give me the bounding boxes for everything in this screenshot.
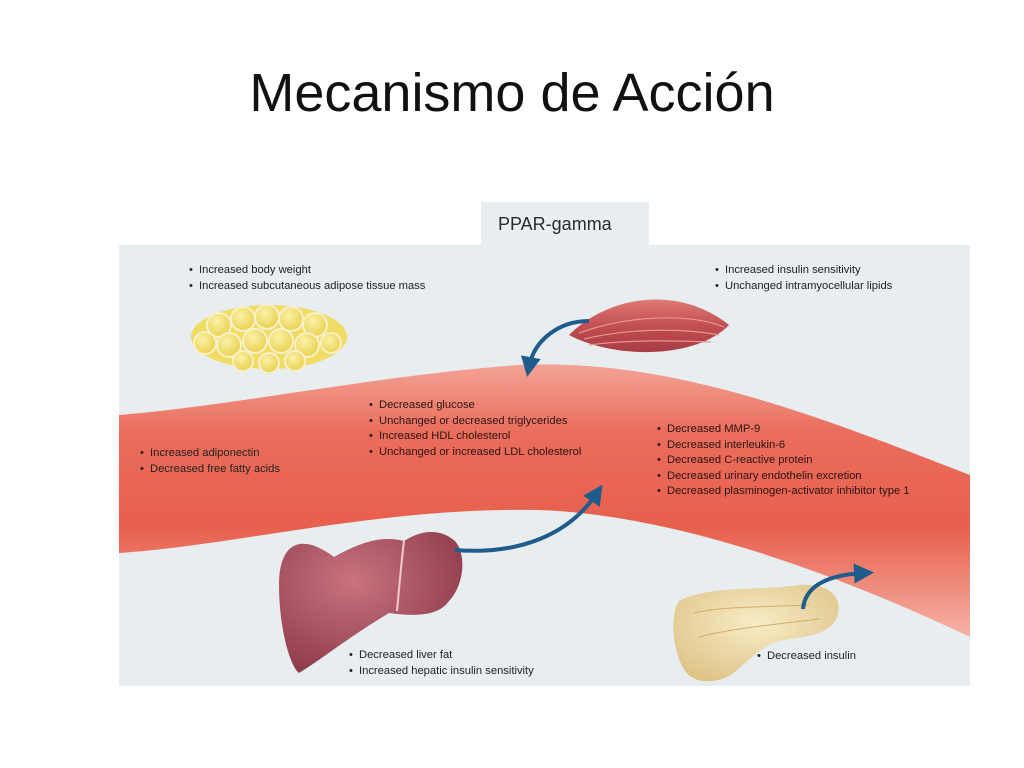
pancreas-to-vessel-arrow xyxy=(801,563,874,610)
slide-title: Mecanismo de Acción xyxy=(249,63,775,123)
list-item: Decreased plasminogen-activator inhibito… xyxy=(657,484,910,500)
list-item: Unchanged intramyocellular lipids xyxy=(715,279,892,295)
list-item: Decreased glucose xyxy=(369,398,581,414)
list-item: Unchanged or increased LDL cholesterol xyxy=(369,445,581,461)
list-item: Decreased MMP-9 xyxy=(657,422,910,438)
list-item: Decreased liver fat xyxy=(349,648,534,664)
ppar-gamma-tab: PPAR-gamma xyxy=(481,202,649,246)
blood-effects-list: Decreased glucose Unchanged or decreased… xyxy=(369,398,581,460)
liver-effects-list: Decreased liver fat Increased hepatic in… xyxy=(349,648,534,679)
list-item: Increased body weight xyxy=(189,263,425,279)
liver-to-vessel-arrow xyxy=(454,484,603,553)
diagram-panel: Increased body weight Increased subcutan… xyxy=(119,245,970,686)
pancreas-effects-list: Decreased insulin xyxy=(757,649,856,665)
adipose-effects-list: Increased body weight Increased subcutan… xyxy=(189,263,425,294)
vascular-effects-list: Decreased MMP-9 Decreased interleukin-6 … xyxy=(657,422,910,500)
list-item: Increased insulin sensitivity xyxy=(715,263,892,279)
list-item: Unchanged or decreased triglycerides xyxy=(369,414,581,430)
list-item: Decreased insulin xyxy=(757,649,856,665)
adipokine-effects-list: Increased adiponectin Decreased free fat… xyxy=(140,446,280,477)
muscle-illustration xyxy=(569,299,729,353)
list-item: Decreased interleukin-6 xyxy=(657,438,910,454)
adipose-tissue-illustration xyxy=(191,304,347,374)
list-item: Decreased urinary endothelin excretion xyxy=(657,469,910,485)
list-item: Decreased C-reactive protein xyxy=(657,453,910,469)
liver-illustration xyxy=(279,531,463,673)
list-item: Increased hepatic insulin sensitivity xyxy=(349,664,534,680)
muscle-effects-list: Increased insulin sensitivity Unchanged … xyxy=(715,263,892,294)
list-item: Decreased free fatty acids xyxy=(140,462,280,478)
list-item: Increased subcutaneous adipose tissue ma… xyxy=(189,279,425,295)
pancreas-illustration xyxy=(673,584,839,682)
muscle-to-vessel-arrow xyxy=(520,319,590,377)
list-item: Increased HDL cholesterol xyxy=(369,429,581,445)
list-item: Increased adiponectin xyxy=(140,446,280,462)
